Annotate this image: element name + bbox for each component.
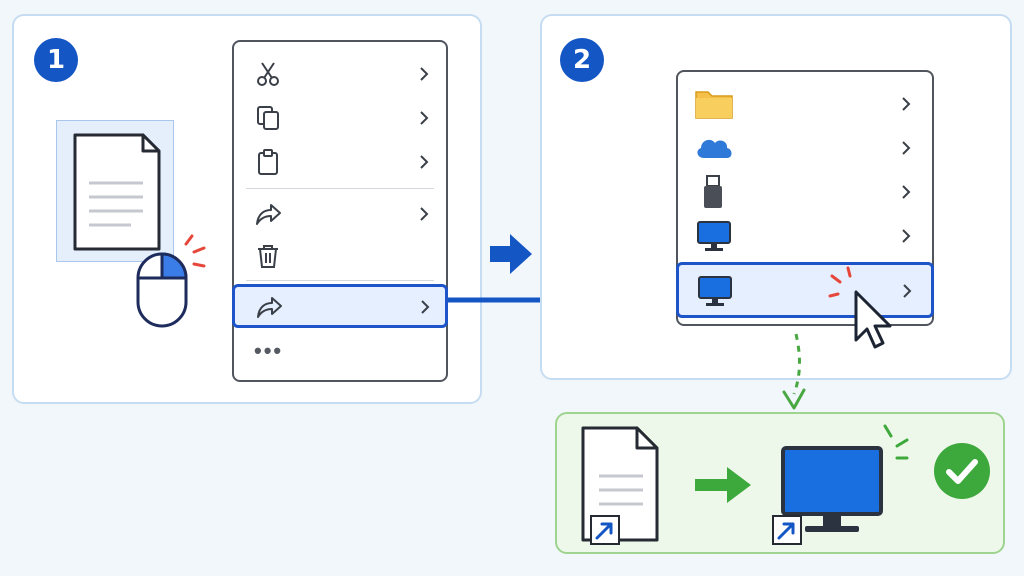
menu-item-paste[interactable] xyxy=(234,140,446,184)
send-to-cloud[interactable] xyxy=(678,126,932,170)
mouse-right-click-icon xyxy=(136,234,206,328)
trash-icon xyxy=(258,245,278,268)
chevron-right-icon xyxy=(902,229,911,243)
mouse-cursor-icon xyxy=(828,266,892,349)
monitor-icon xyxy=(697,221,731,251)
document-icon xyxy=(73,133,161,251)
menu-separator xyxy=(246,280,434,281)
selected-file[interactable] xyxy=(56,120,174,262)
send-to-monitor[interactable] xyxy=(678,214,932,258)
send-to-usb-drive[interactable] xyxy=(678,170,932,214)
more-options[interactable]: ••• xyxy=(254,338,284,363)
step-1-panel: 1 xyxy=(12,14,482,404)
step-1-badge: 1 xyxy=(34,38,78,82)
document-shortcut-icon xyxy=(581,426,659,545)
chevron-right-icon xyxy=(902,141,911,155)
copy-icon xyxy=(257,106,279,130)
menu-item-cut[interactable] xyxy=(234,52,446,96)
folder-icon xyxy=(695,91,733,119)
menu-separator xyxy=(246,188,434,189)
success-check-icon xyxy=(934,443,990,499)
cloud-icon xyxy=(697,139,732,158)
chevron-right-icon xyxy=(421,300,430,314)
chevron-right-icon xyxy=(420,111,429,125)
result-dashed-arrow xyxy=(782,333,806,410)
chevron-right-icon xyxy=(420,67,429,81)
usb-drive-icon xyxy=(704,175,722,208)
send-to-submenu xyxy=(676,70,934,326)
chevron-right-icon xyxy=(902,185,911,199)
send-to-folder[interactable] xyxy=(678,82,932,126)
send-to-desktop[interactable] xyxy=(676,262,934,318)
send-to-arrow-icon xyxy=(257,297,282,318)
chevron-right-icon xyxy=(902,97,911,111)
desktop-monitor-icon xyxy=(698,276,732,306)
step-transition-arrow xyxy=(490,234,532,274)
menu-item-delete[interactable] xyxy=(234,234,446,278)
step-2-panel: 2 xyxy=(540,14,1012,380)
menu-item-send-to[interactable] xyxy=(232,284,448,328)
share-arrow-icon xyxy=(256,204,281,225)
green-right-arrow xyxy=(695,467,751,503)
result-panel xyxy=(555,412,1005,554)
chevron-right-icon xyxy=(420,155,429,169)
step-2-badge: 2 xyxy=(560,38,604,82)
chevron-right-icon xyxy=(903,284,912,298)
chevron-right-icon xyxy=(420,207,429,221)
menu-item-copy[interactable] xyxy=(234,96,446,140)
menu-item-share[interactable] xyxy=(234,192,446,236)
context-menu: ••• xyxy=(232,40,448,382)
desktop-shortcut-icon xyxy=(772,424,909,545)
clipboard-icon xyxy=(258,149,278,175)
scissors-icon xyxy=(257,62,279,86)
